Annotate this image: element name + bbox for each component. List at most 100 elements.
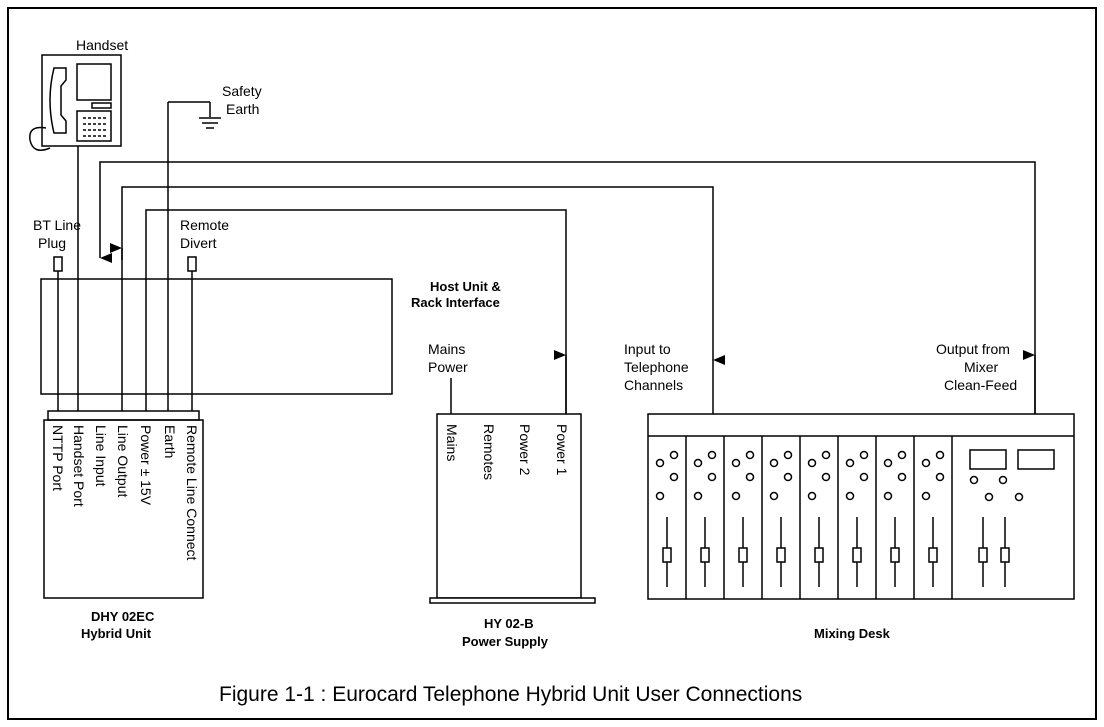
bt-plug-icon	[53, 256, 63, 272]
power-supply-name-2: Power Supply	[462, 634, 549, 649]
channel-knob	[935, 472, 945, 482]
hybrid-port-label: Line Input	[93, 425, 109, 487]
hybrid-port-label: Earth	[162, 425, 178, 458]
fader-cap	[776, 547, 786, 563]
channel-knob	[859, 472, 869, 482]
channel-knob	[845, 458, 855, 468]
channel-strip	[655, 450, 679, 587]
channel-knob	[707, 450, 717, 460]
remote-divert-label-2: Divert	[180, 235, 217, 251]
channel-strip	[685, 436, 717, 599]
host-unit-box	[40, 278, 393, 395]
remote-plug-icon	[187, 256, 197, 272]
channel-knob	[897, 450, 907, 460]
channel-strip	[875, 436, 907, 599]
mixing-desk	[647, 413, 1075, 600]
fader-cap	[928, 547, 938, 563]
output-mixer-label-1: Output from	[936, 341, 1010, 357]
hybrid-port-label: NTTP Port	[50, 425, 66, 491]
hybrid-unit-name-2: Hybrid Unit	[81, 626, 152, 641]
channel-knob	[669, 450, 679, 460]
channel-knob	[769, 458, 779, 468]
channel-knob	[707, 472, 717, 482]
psu-port-label: Power 2	[517, 424, 533, 476]
hybrid-port-label: Line Output	[115, 425, 131, 497]
channel-knob	[921, 491, 931, 501]
meter-display	[1017, 449, 1055, 470]
channel-knob	[859, 450, 869, 460]
channel-knob	[883, 458, 893, 468]
channel-knob	[807, 458, 817, 468]
channel-knob	[897, 472, 907, 482]
meter-display	[969, 449, 1007, 470]
channel-knob	[669, 472, 679, 482]
channel-knob	[745, 472, 755, 482]
channel-strip	[837, 436, 869, 599]
handset-icon	[29, 54, 122, 151]
master-knob	[969, 475, 979, 485]
power-supply: Mains Remotes Power 2 Power 1	[429, 413, 596, 604]
channel-knob	[731, 491, 741, 501]
channel-strip	[913, 436, 945, 599]
fader-cap	[890, 547, 900, 563]
fader-cap	[1000, 547, 1010, 563]
master-section	[969, 449, 1055, 587]
fader-cap	[738, 547, 748, 563]
wire-line-output	[121, 186, 725, 365]
psu-port-label: Mains	[444, 424, 460, 461]
channel-knob	[921, 458, 931, 468]
input-channels-label-2: Telephone	[624, 359, 689, 375]
fader-cap	[978, 547, 988, 563]
hybrid-connector-strip	[47, 410, 200, 421]
channel-knob	[883, 491, 893, 501]
output-mixer-label-3: Clean-Feed	[944, 377, 1017, 393]
bt-line-label-2: Plug	[38, 235, 66, 251]
psu-port-label: Power 1	[554, 424, 570, 476]
safety-earth-label-1: Safety	[222, 83, 262, 99]
figure-caption: Figure 1-1 : Eurocard Telephone Hybrid U…	[219, 683, 802, 706]
channel-knob	[783, 450, 793, 460]
master-knob	[984, 492, 994, 502]
output-mixer-label-2: Mixer	[964, 359, 999, 375]
channel-knob	[693, 458, 703, 468]
hybrid-unit-box	[43, 419, 204, 599]
fader-cap	[700, 547, 710, 563]
remote-divert-label-1: Remote	[180, 217, 229, 233]
channel-knob	[655, 491, 665, 501]
channel-knob	[693, 491, 703, 501]
host-unit-label-2: Rack Interface	[411, 295, 500, 310]
hybrid-unit-name-1: DHY 02EC	[91, 609, 155, 624]
channel-knob	[731, 458, 741, 468]
channel-strip	[761, 436, 793, 599]
fader-cap	[662, 547, 672, 563]
hybrid-port-label: Remote Line Connect	[184, 425, 200, 561]
power-supply-name-1: HY 02-B	[484, 616, 534, 631]
channel-knob	[745, 450, 755, 460]
channel-knob	[655, 458, 665, 468]
mains-power-label-2: Power	[428, 359, 468, 375]
diagram-frame	[7, 7, 1097, 720]
channel-strip	[723, 436, 755, 599]
channel-knob	[821, 472, 831, 482]
safety-earth-label-2: Earth	[226, 101, 259, 117]
wire-line-input	[99, 161, 1036, 414]
input-channels-label-1: Input to	[624, 341, 671, 357]
fader-cap	[852, 547, 862, 563]
channel-knob	[845, 491, 855, 501]
hybrid-port-label: Power ± 15V	[138, 425, 154, 506]
master-knob	[1014, 492, 1024, 502]
channel-knob	[807, 491, 817, 501]
handset-label: Handset	[76, 37, 128, 53]
channel-knob	[821, 450, 831, 460]
psu-port-label: Remotes	[481, 424, 497, 480]
host-unit-label-1: Host Unit &	[430, 279, 501, 294]
fader-cap	[814, 547, 824, 563]
bt-line-label-1: BT Line	[33, 217, 81, 233]
input-channels-label-3: Channels	[624, 377, 683, 393]
mains-power-label-1: Mains	[428, 341, 465, 357]
power-supply-base	[429, 597, 596, 604]
channel-strip	[799, 436, 831, 599]
ground-icon	[168, 101, 221, 129]
